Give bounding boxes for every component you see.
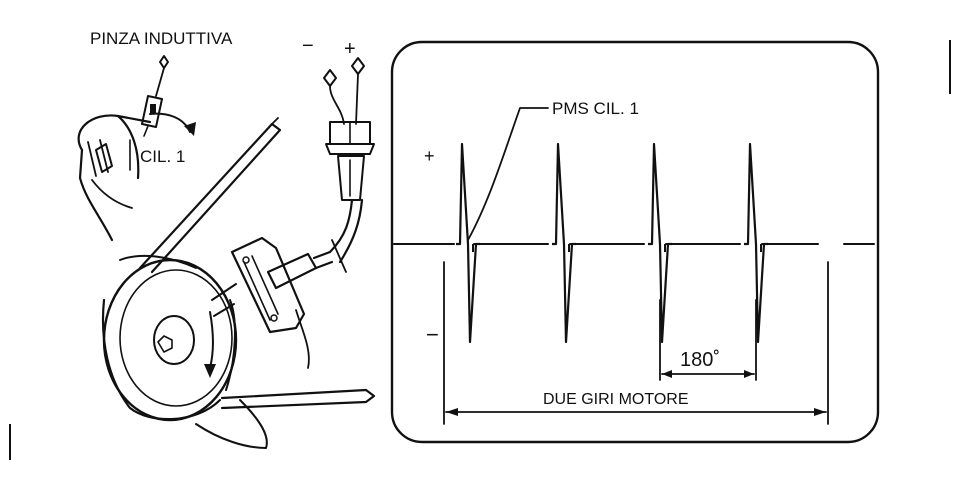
plus-terminal-icon	[351, 57, 365, 75]
arrow-head-icon	[204, 364, 216, 378]
plug-collar	[312, 250, 334, 270]
sensor-cable-2	[338, 198, 364, 264]
sensor-slot	[243, 255, 279, 321]
rod-tip	[271, 117, 279, 125]
arrow-right-icon	[744, 370, 754, 378]
minus-terminal-label: −	[302, 35, 314, 57]
cylinder-label: CIL. 1	[140, 147, 185, 166]
engine-block-detail	[87, 139, 133, 209]
arrow-left-icon	[662, 370, 672, 378]
arrow-head-icon	[184, 122, 196, 136]
engine-side-line	[295, 309, 310, 369]
lower-pointer-rod	[220, 388, 376, 410]
clamp-label: PINZA INDUTTIVA	[90, 29, 233, 48]
clamp-wire	[155, 67, 165, 97]
pulley-keyway	[157, 335, 173, 353]
ignition-pulse	[456, 142, 480, 344]
arrow-right-icon	[814, 408, 826, 416]
sensor-bracket	[230, 236, 306, 334]
spark-plug-boot	[95, 143, 113, 173]
span-label: DUE GIRI MOTORE	[543, 391, 689, 408]
connector-collar	[325, 143, 375, 155]
inductive-clamp	[141, 95, 163, 128]
connector-sleeve	[337, 155, 365, 201]
ignition-pulse	[744, 142, 768, 344]
rotation-arrow-pulley	[209, 311, 214, 369]
plus-lead	[355, 73, 359, 125]
oscilloscope-panel	[390, 40, 880, 444]
engine-lower-casing	[195, 399, 268, 449]
waveform	[456, 142, 768, 344]
sensor-cable	[328, 198, 354, 254]
pulley-side	[101, 298, 222, 421]
pulley-rim	[119, 269, 233, 407]
upper-pointer-rod	[138, 122, 282, 274]
engine-illustration	[77, 55, 376, 449]
bracket-bolt	[242, 256, 250, 264]
clamp-jaw-mark	[150, 104, 156, 114]
minus-lead	[329, 85, 345, 125]
pulley-edge-detail	[119, 254, 236, 391]
ignition-pulse	[552, 142, 576, 344]
ignition-pulse	[648, 142, 672, 344]
scope-minus-label: −	[426, 322, 439, 347]
minus-terminal-icon	[323, 69, 337, 87]
clamp-lead	[143, 125, 149, 137]
engine-block-outline	[77, 114, 152, 242]
arrow-left-icon	[446, 408, 458, 416]
pms-label: PMS CIL. 1	[552, 99, 639, 118]
plus-terminal-label: +	[344, 38, 356, 60]
bracket-arm	[211, 283, 237, 317]
bracket-bolt	[270, 314, 278, 322]
pms-leader-line	[467, 107, 549, 241]
cable-clip	[331, 239, 347, 273]
pulley-hub	[153, 315, 195, 365]
angle-label: 180˚	[680, 349, 720, 371]
scope-plus-label: +	[424, 146, 435, 166]
pulley-outer	[102, 258, 238, 422]
clamp-tip-icon	[159, 55, 169, 69]
